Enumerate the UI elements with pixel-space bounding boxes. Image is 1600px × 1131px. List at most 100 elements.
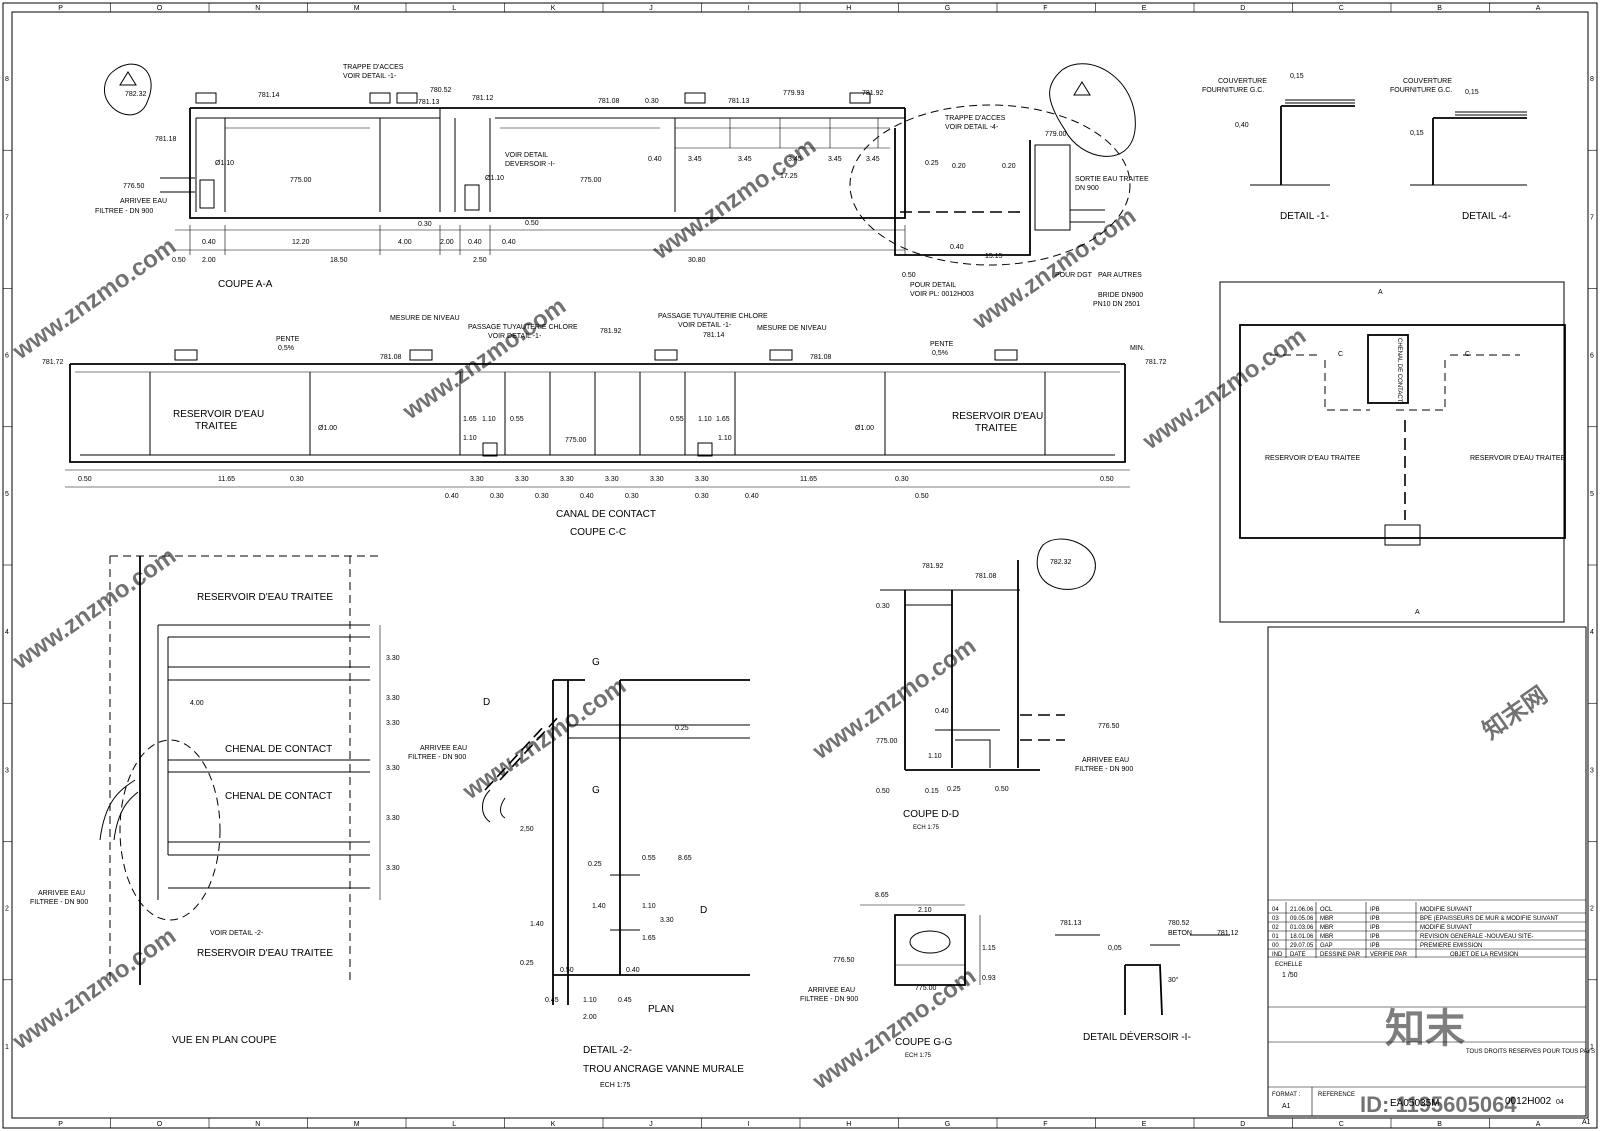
dim: 3.45	[788, 156, 802, 163]
lvl: 781.72	[1145, 359, 1167, 366]
plan-circle	[119, 739, 221, 921]
dd-walls	[904, 560, 1040, 771]
rev-header: DATE	[1290, 952, 1306, 958]
watermark-site: www.znzmo.com	[457, 672, 631, 805]
reservoir-label: RESERVOIR D'EAU	[173, 409, 264, 420]
reference-value: EA05035M	[1390, 1098, 1439, 1109]
column-label: M	[354, 5, 360, 12]
dim: 1.10	[718, 435, 732, 442]
column-label: L	[452, 5, 456, 12]
filtree-label: FILTREE - DN 900	[408, 754, 466, 761]
dim: 30.80	[688, 257, 706, 264]
hatch-1	[195, 92, 217, 104]
rev-dessine: MBR	[1320, 916, 1334, 922]
dim: 3.45	[828, 156, 842, 163]
column-label: A	[1536, 1121, 1541, 1128]
watermark-site: www.znzmo.com	[967, 202, 1141, 335]
rev-header: DESSINE PAR	[1320, 952, 1361, 958]
column-label: M	[354, 1121, 360, 1128]
section-mark: A	[1415, 609, 1420, 616]
cc-hatch-4	[769, 349, 793, 361]
dim: 3.30	[386, 655, 400, 662]
row-label: 6	[5, 353, 9, 360]
dim: 3.30	[386, 720, 400, 727]
section-mark: G	[592, 657, 600, 668]
hatch-5	[849, 92, 871, 104]
rev-dessine: MBR	[1320, 925, 1334, 931]
dim: 2,50	[520, 826, 534, 833]
dim: 0.25	[947, 786, 961, 793]
rev-dessine: OCL	[1320, 907, 1333, 913]
lvl: 776.50	[1098, 723, 1120, 730]
cloud-1	[1049, 63, 1136, 157]
column-label: I	[748, 1121, 750, 1128]
dim: 3.45	[688, 156, 702, 163]
voir-label: VOIR DETAIL -2-	[210, 930, 264, 937]
mesure-label: MESURE DE NIVEAU	[757, 325, 827, 332]
keyplan-tank	[1239, 324, 1566, 539]
dim: 1.10	[698, 416, 712, 423]
rev-ind: 04	[1272, 907, 1279, 913]
column-label: K	[551, 5, 556, 12]
dim: 0.45	[545, 997, 559, 1004]
rev-header: IND	[1272, 952, 1283, 958]
dim: 0.40	[202, 239, 216, 246]
dim: 0.30	[535, 493, 549, 500]
dim: 0.40	[468, 239, 482, 246]
dim: 8.65	[875, 892, 889, 899]
rev-verifie: IPB	[1370, 907, 1380, 913]
dim: 1.65	[463, 416, 477, 423]
pn10: PN10 DN 2501	[1093, 301, 1140, 308]
lvl: 781.13	[1060, 920, 1082, 927]
detail2-ech: ECH 1:75	[600, 1082, 630, 1089]
dim: Ø1.10	[215, 160, 234, 167]
dim: 3.30	[515, 476, 529, 483]
dim: 3.30	[560, 476, 574, 483]
coupe-cc: 781.72 781.08 781.92 781.14 781.08 781.7…	[42, 313, 1167, 538]
dim: 0.93	[982, 975, 996, 982]
lvl: 775.00	[565, 437, 587, 444]
dim: 1.10	[463, 435, 477, 442]
cc-hatch-2	[409, 349, 433, 361]
fourniture: FOURNITURE G.C.	[1390, 87, 1452, 94]
dd-pipe	[1020, 714, 1065, 741]
voir1-label: VOIR DETAIL -1-	[343, 73, 397, 80]
rev-verifie: IPB	[1370, 934, 1380, 940]
reservoir-label: RESERVOIR D'EAU	[952, 411, 1043, 422]
dim: 0,40	[1235, 122, 1249, 129]
detail-circle	[849, 104, 1131, 266]
gg-box	[894, 914, 966, 986]
section-mark: D	[700, 905, 707, 916]
column-label: N	[255, 5, 260, 12]
aa-outline	[189, 107, 906, 219]
coupe-gg-ech: ECH 1:75	[905, 1053, 932, 1059]
lvl-77993: 779.93	[783, 90, 805, 97]
canal-label: CANAL DE CONTACT	[556, 509, 656, 520]
rev-ind: 01	[1272, 934, 1279, 940]
arrivee-label: ARRIVEE EAU	[38, 890, 85, 897]
cc-hatch-3	[654, 349, 678, 361]
section-mark: A	[1378, 289, 1383, 296]
dim: 0.20	[952, 163, 966, 170]
dn900-label: DN 900	[1075, 185, 1099, 192]
dim: 0.30	[645, 98, 659, 105]
section-mark: D	[483, 697, 490, 708]
couverture: COUVERTURE	[1403, 78, 1452, 85]
tb-lines	[1268, 899, 1586, 1116]
res-label: RESERVOIR D'EAU TRAITEE	[197, 948, 333, 959]
column-label: O	[157, 1121, 163, 1128]
rev-date: 01.03.06	[1290, 925, 1314, 931]
column-label: G	[945, 1121, 950, 1128]
dim: 1.40	[530, 921, 544, 928]
rev-header: VERIFIE PAR	[1370, 952, 1408, 958]
pipe-in	[160, 177, 195, 193]
plan-channels	[157, 624, 370, 900]
dim: 11.65	[218, 476, 235, 483]
dim: 18.50	[330, 257, 348, 264]
watermark-site: www.znzmo.com	[807, 632, 981, 765]
coupe-dd: 781.92 781.08 782.32 775.00 776.50 ARRIV…	[876, 538, 1133, 831]
aa-dim-lines	[175, 225, 906, 255]
trappe2-label: TRAPPE D'ACCES	[945, 115, 1006, 122]
passage-label: VOIR DETAIL -1-	[488, 333, 542, 340]
